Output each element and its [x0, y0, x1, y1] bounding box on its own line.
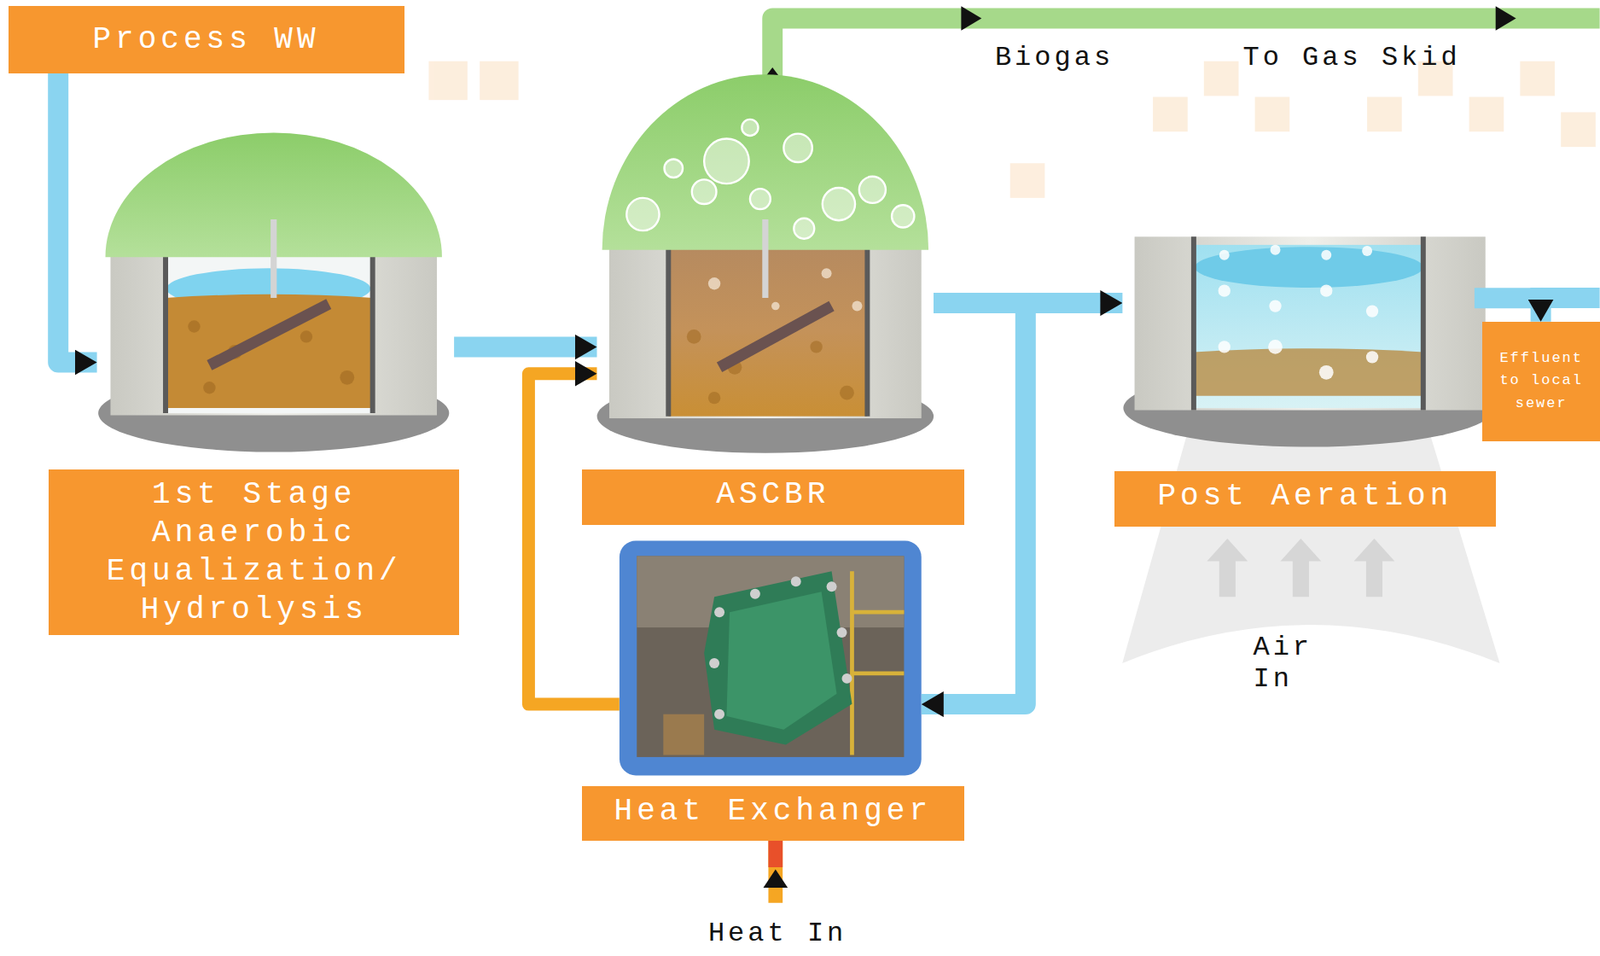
aeration-tank: Post Aeration [1122, 219, 1475, 527]
flow-label: Biogas [994, 42, 1158, 75]
hydrolysis-tank: 1st Stage Anaerobic Equalization/ Hydrol… [97, 122, 455, 635]
flow-label: To Gas Skid [1242, 42, 1549, 75]
node-text: ASCBR [581, 469, 965, 525]
heat-exchanger: Heat Exchanger [619, 541, 922, 842]
node-text: 1st Stage Anaerobic Equalization/ Hydrol… [48, 469, 460, 635]
ascbr-tank: ASCBR [597, 122, 935, 524]
pipe-connector [453, 337, 597, 358]
flow-label: Air In [1252, 632, 1330, 696]
node-text: Heat Exchanger [581, 785, 965, 842]
node-text: Effluent to local sewer [1482, 321, 1600, 442]
node-text: Process WW [8, 5, 405, 74]
inflow-label: Process WW [8, 5, 405, 74]
effluent-label: Effluent to local sewer [1482, 321, 1600, 442]
pipe-connector [1474, 297, 1542, 322]
flow-label: Heat In [708, 918, 913, 950]
node-text: Post Aeration [1114, 471, 1496, 527]
pipe-connector [58, 73, 97, 362]
pipe-connector [528, 373, 619, 704]
